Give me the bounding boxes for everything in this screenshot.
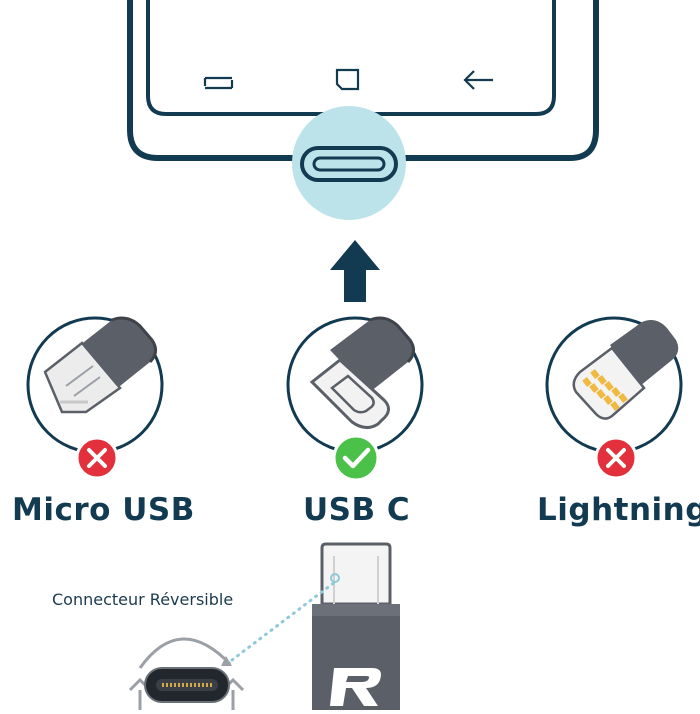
cross-icon <box>75 436 119 480</box>
back-icon <box>463 70 493 90</box>
usb-c-port-highlight <box>292 106 406 220</box>
lightning-label: Lightning <box>537 492 700 528</box>
recent-apps-icon <box>203 76 234 90</box>
annotation-leader-line <box>230 580 337 662</box>
cross-icon <box>594 436 638 480</box>
lightning-connector <box>545 316 683 454</box>
arrow-up-icon <box>330 240 380 302</box>
micro-usb-connector <box>26 316 164 454</box>
brand-logo-icon <box>330 668 381 706</box>
reversible-port-icon <box>128 637 245 710</box>
usb-c-cable <box>312 542 400 710</box>
micro-usb-label: Micro USB <box>12 492 195 528</box>
usb-c-connector <box>286 316 424 454</box>
reversible-connector-label: Connecteur Réversible <box>52 590 234 609</box>
usb-c-label: USB C <box>303 492 411 528</box>
home-icon <box>335 68 360 91</box>
check-icon <box>332 434 380 482</box>
